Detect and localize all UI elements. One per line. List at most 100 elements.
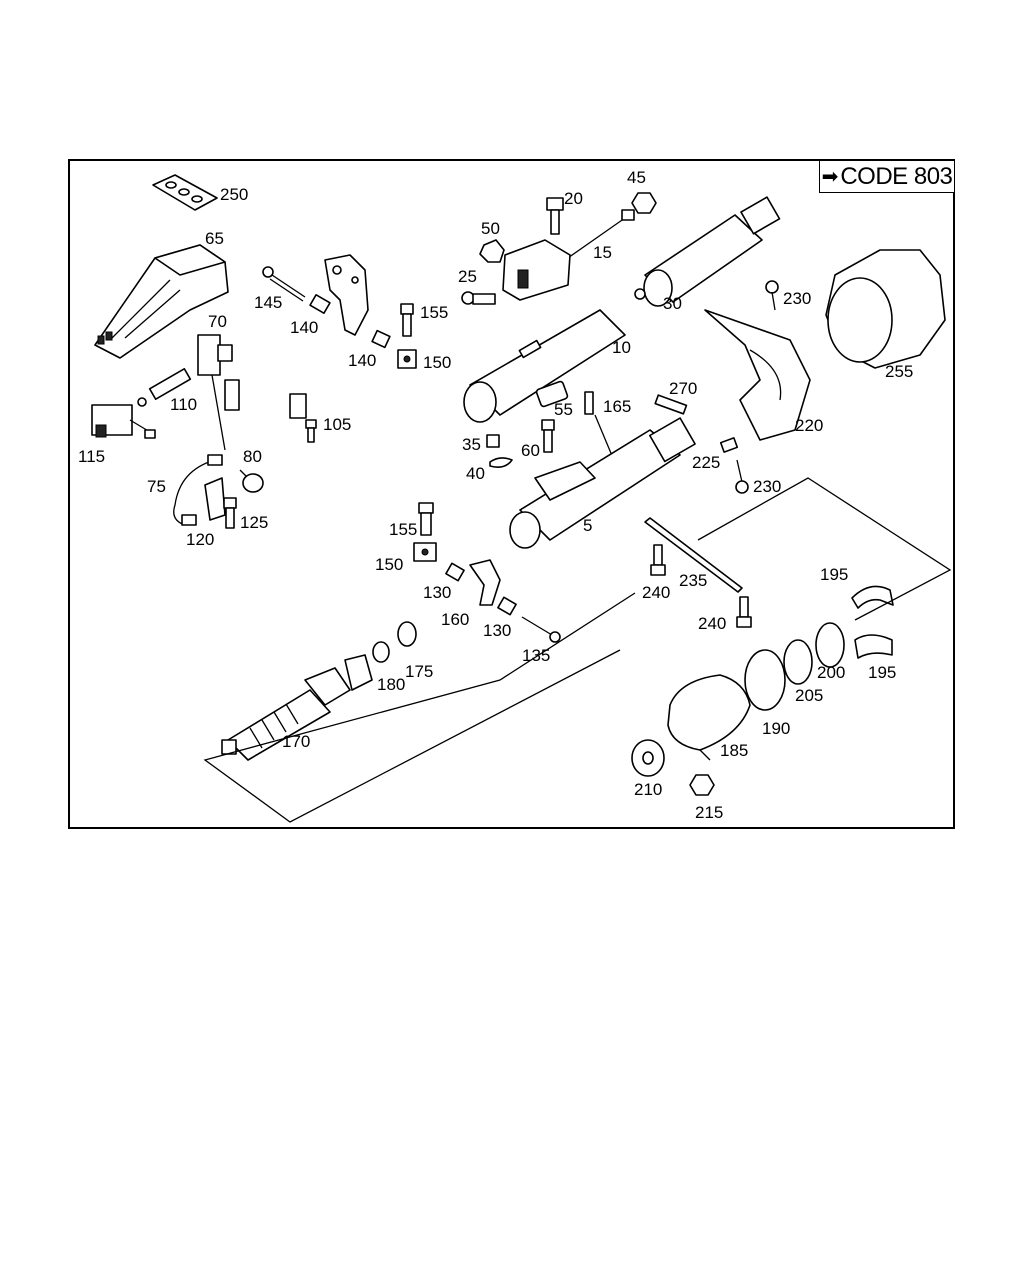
part-55-cap xyxy=(535,380,569,408)
part-155-bolt xyxy=(400,303,414,337)
lock-housing xyxy=(502,239,571,301)
label-155: 155 xyxy=(420,303,448,322)
label-220: 220 xyxy=(795,416,823,435)
label-240-lower: 240 xyxy=(698,614,726,633)
label-190: 190 xyxy=(762,719,790,738)
label-125: 125 xyxy=(240,513,268,532)
part-185-boot xyxy=(667,674,751,761)
arrow-right-icon: ➡ xyxy=(821,165,839,188)
label-110: 110 xyxy=(170,395,197,414)
code-803-badge: ➡ CODE 803 xyxy=(819,160,955,193)
part-70-lever xyxy=(197,334,240,451)
label-10: 10 xyxy=(612,338,631,357)
part-60-bolt xyxy=(541,419,555,453)
label-170: 170 xyxy=(282,732,310,751)
part-50-nut xyxy=(479,239,505,263)
part-130-nut-lower xyxy=(497,596,517,616)
part-20-bolt xyxy=(546,197,564,235)
part-labels: 250 65 145 140 155 140 150 70 110 115 10… xyxy=(78,168,913,822)
label-140-lower: 140 xyxy=(348,351,376,370)
bracket-lever xyxy=(324,254,369,336)
part-135-bolt xyxy=(521,616,561,643)
label-145: 145 xyxy=(254,293,282,312)
label-200: 200 xyxy=(817,663,845,682)
part-270-pin xyxy=(654,394,688,415)
part-175-nut xyxy=(397,621,417,647)
label-115: 115 xyxy=(78,447,105,466)
label-15: 15 xyxy=(593,243,612,262)
label-5: 5 xyxy=(583,516,592,535)
label-140: 140 xyxy=(290,318,318,337)
label-80: 80 xyxy=(243,447,262,466)
part-150-clip-lower xyxy=(413,542,437,562)
part-225-nut xyxy=(719,437,739,453)
part-195-bushing-lower xyxy=(854,634,893,659)
label-40: 40 xyxy=(466,464,485,483)
diagram-frame xyxy=(68,159,955,829)
label-55: 55 xyxy=(554,400,573,419)
part-15-rod xyxy=(564,209,635,261)
label-175: 175 xyxy=(405,662,433,681)
part-200-ring xyxy=(815,622,845,668)
label-160: 160 xyxy=(441,610,469,629)
code-label: CODE 803 xyxy=(840,162,953,190)
part-65-bracket xyxy=(94,244,229,359)
label-185: 185 xyxy=(720,741,748,760)
part-150-clip xyxy=(397,349,417,369)
part-190-flange xyxy=(744,649,786,711)
part-215-nut xyxy=(689,774,715,796)
part-160-lever xyxy=(469,559,501,606)
label-30: 30 xyxy=(663,294,682,313)
part-210-washer xyxy=(631,739,665,777)
label-105: 105 xyxy=(323,415,351,434)
part-120-bracket xyxy=(204,477,226,521)
label-230-lower: 230 xyxy=(753,477,781,496)
part-140-nut xyxy=(309,294,331,314)
part-255-shroud xyxy=(825,249,946,369)
label-230: 230 xyxy=(783,289,811,308)
label-165: 165 xyxy=(603,397,631,416)
label-25: 25 xyxy=(458,267,477,286)
part-240-bolt xyxy=(650,544,666,576)
part-220-cover xyxy=(704,309,811,441)
label-255: 255 xyxy=(885,362,913,381)
label-210: 210 xyxy=(634,780,662,799)
part-205-ring xyxy=(783,639,813,685)
label-235: 235 xyxy=(679,571,707,590)
label-130: 130 xyxy=(423,583,451,602)
label-35: 35 xyxy=(462,435,481,454)
label-195: 195 xyxy=(820,565,848,584)
label-225: 225 xyxy=(692,453,720,472)
label-75: 75 xyxy=(147,477,166,496)
label-150-lower: 150 xyxy=(375,555,403,574)
group-outline-upper xyxy=(697,477,952,621)
group-outline-lower xyxy=(203,592,636,823)
part-110-pin xyxy=(137,368,192,407)
label-45: 45 xyxy=(627,168,646,187)
part-230-screw-lower xyxy=(735,459,749,494)
part-75-cable xyxy=(173,454,223,526)
part-40-clip xyxy=(489,457,513,468)
part-25-screw xyxy=(461,291,496,305)
label-240: 240 xyxy=(642,583,670,602)
label-250: 250 xyxy=(220,185,248,204)
label-195-lower: 195 xyxy=(868,663,896,682)
label-135: 135 xyxy=(522,646,550,665)
part-5-column-assembly xyxy=(509,417,696,549)
label-20: 20 xyxy=(564,189,583,208)
part-235-strap xyxy=(644,517,743,593)
part-30-column-shaft xyxy=(634,196,781,307)
part-240-bolt-lower xyxy=(736,596,752,628)
part-35-plug xyxy=(486,434,500,448)
label-50: 50 xyxy=(481,219,500,238)
label-270: 270 xyxy=(669,379,697,398)
part-130-nut xyxy=(445,562,465,582)
part-230-screw xyxy=(765,280,779,311)
label-65: 65 xyxy=(205,229,224,248)
label-120: 120 xyxy=(186,530,214,549)
label-205: 205 xyxy=(795,686,823,705)
part-45-nut xyxy=(631,192,657,214)
part-250-gasket xyxy=(152,174,218,211)
label-215: 215 xyxy=(695,803,723,822)
